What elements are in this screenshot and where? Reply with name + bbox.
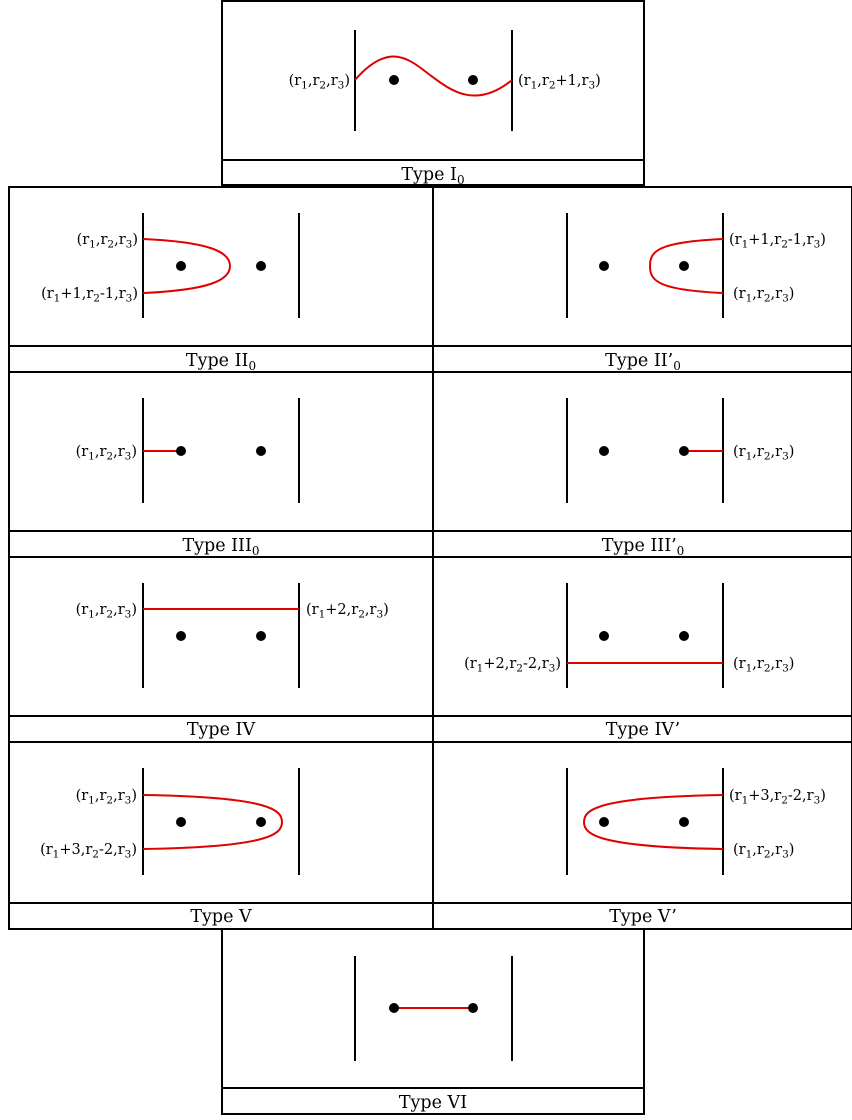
panel-caption: Type IV [187,720,256,740]
label-bottom: (r1,r2,r3) [733,842,794,861]
panel-type-ii0-prime: (r1+1,r2-1,r3) (r1,r2,r3) Type II’0 [566,213,826,373]
puncture-point [389,1003,399,1013]
puncture-point [599,817,609,827]
panel-type-vi: Type VI [221,928,645,1115]
puncture-point [176,446,186,456]
puncture-point [256,631,266,641]
red-curve [648,238,724,294]
label-top: (r1,r2,r3) [77,232,138,251]
panel-type-iii0-prime: (r1,r2,r3) Type III’0 [566,398,794,558]
puncture-point [679,631,689,641]
puncture-point [679,446,689,456]
red-curve [582,794,724,850]
label-bottom: (r1+3,r2-2,r3) [40,842,137,861]
panel-caption: Type III’0 [602,536,685,558]
label-left: (r1,r2,r3) [76,602,137,621]
label-left: (r1,r2,r3) [289,73,350,92]
panel-type-v: (r1,r2,r3) (r1+3,r2-2,r3) Type V [40,768,300,927]
label: (r1,r2,r3) [76,444,137,463]
panel-caption: Type IV’ [606,720,680,740]
puncture-point [599,261,609,271]
panel-caption: Type II’0 [605,351,681,373]
puncture-point [389,75,399,85]
label-top: (r1+3,r2-2,r3) [729,788,826,807]
red-curve [354,55,513,97]
label-bottom: (r1+1,r2-1,r3) [41,286,138,305]
label-bottom: (r1,r2,r3) [733,286,794,305]
puncture-point [679,817,689,827]
panel-type-v-prime: (r1+3,r2-2,r3) (r1,r2,r3) Type V’ [566,768,826,927]
label: (r1,r2,r3) [733,444,794,463]
puncture-point [468,1003,478,1013]
panel-caption: Type V’ [609,907,677,927]
panel-caption: Type I0 [401,165,464,187]
red-curve [142,238,232,294]
panel-type-ii0: (r1,r2,r3) (r1+1,r2-1,r3) Type II0 [41,213,300,373]
label-top: (r1,r2,r3) [76,788,137,807]
panel-type-iv-prime: (r1+2,r2-2,r3) (r1,r2,r3) Type IV’ [464,583,794,740]
panel-frame [221,0,645,186]
puncture-point [599,446,609,456]
panel-type-i0: (r1,r2,r3) (r1,r2+1,r3) Type I0 [221,0,645,187]
puncture-point [256,817,266,827]
puncture-point [468,75,478,85]
panel-caption: Type V [190,907,252,927]
puncture-point [679,261,689,271]
puncture-point [176,261,186,271]
puncture-point [176,631,186,641]
panel-caption: Type VI [399,1093,467,1113]
panel-type-iii0: (r1,r2,r3) Type III0 [76,398,300,558]
panel-caption: Type III0 [182,536,259,558]
label-left: (r1+2,r2-2,r3) [464,656,561,675]
panel-type-iv: (r1,r2,r3) (r1+2,r2,r3) Type IV [76,583,389,740]
panel-caption: Type II0 [186,351,256,373]
puncture-point [599,631,609,641]
label-right: (r1,r2+1,r3) [518,73,601,92]
label-right: (r1+2,r2,r3) [306,602,389,621]
puncture-point [256,261,266,271]
red-curve [142,794,284,850]
puncture-point [176,817,186,827]
panel-frame [221,928,645,1115]
label-right: (r1,r2,r3) [733,656,794,675]
puncture-point [256,446,266,456]
label-top: (r1+1,r2-1,r3) [729,232,826,251]
